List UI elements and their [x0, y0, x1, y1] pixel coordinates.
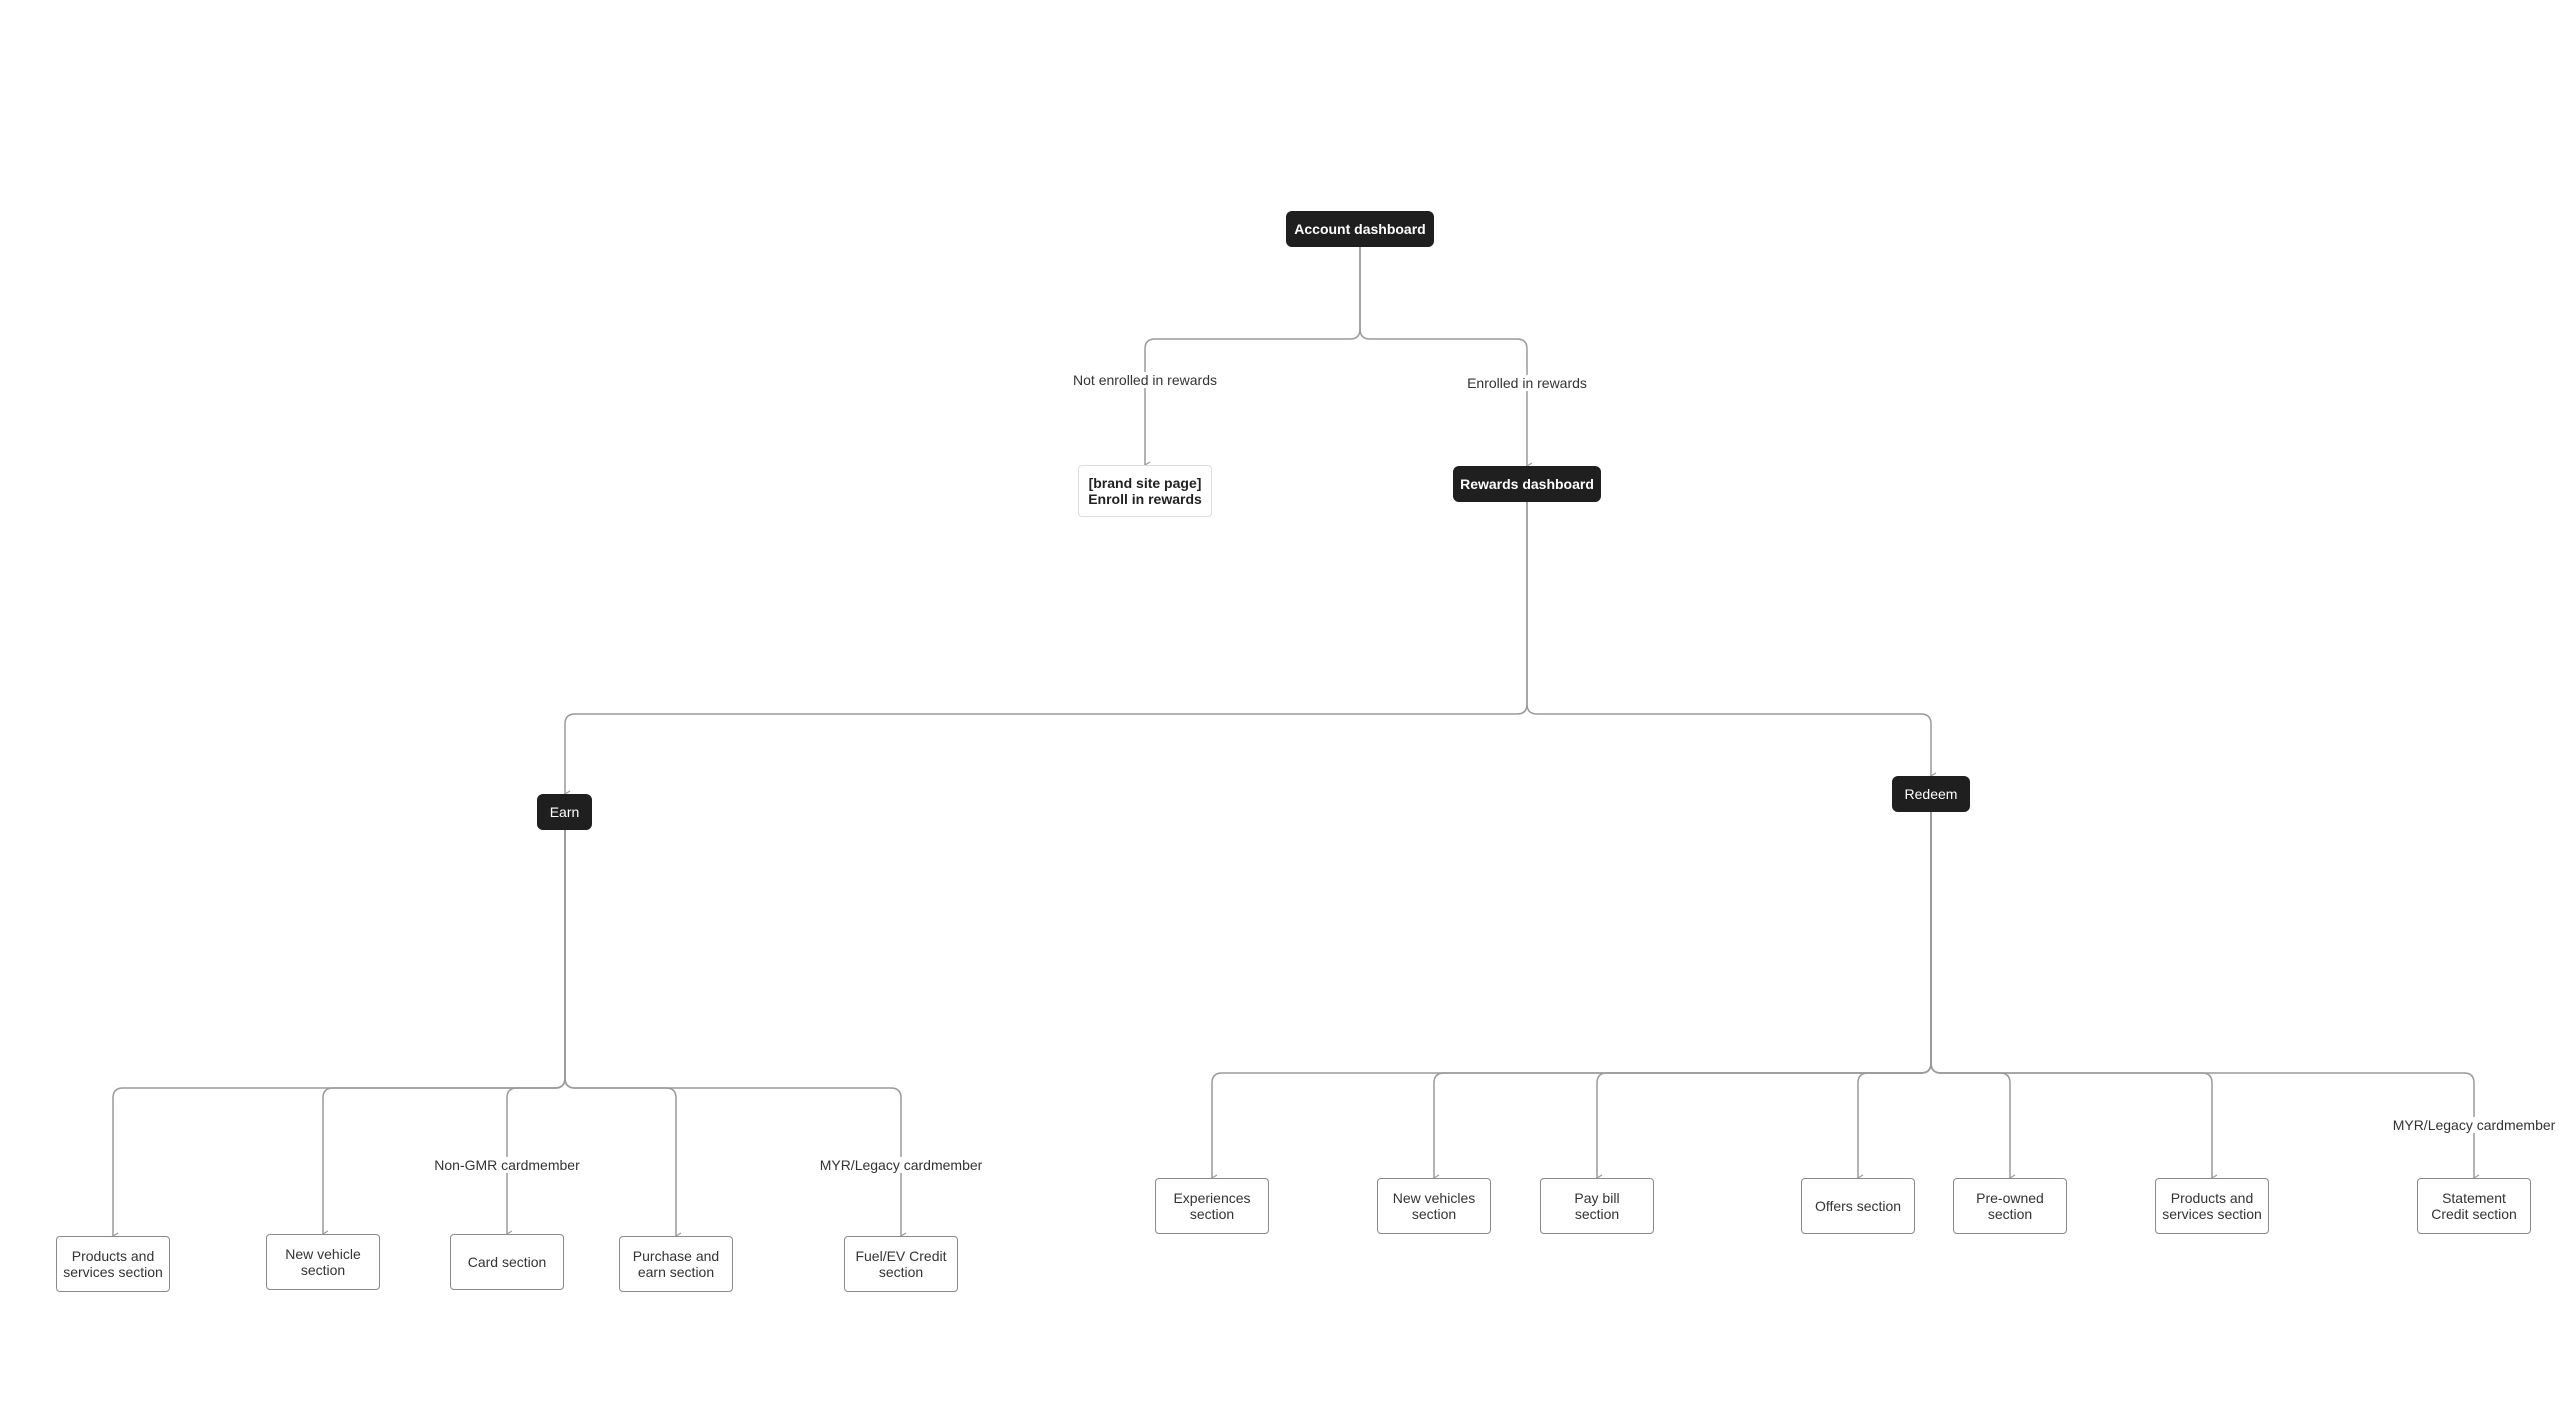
earn-products-services-node: Products and services section [56, 1236, 170, 1292]
account-dashboard-node: Account dashboard [1286, 211, 1434, 247]
rewards-dashboard-node: Rewards dashboard [1453, 466, 1601, 502]
edge-redeem-to-statement [1930, 812, 2480, 1182]
edge-account-to-rewards [1359, 247, 1533, 470]
redeem-experiences-node: Experiences section [1155, 1178, 1269, 1234]
edge-redeem-to-offers [1856, 812, 1932, 1182]
edge-redeem-to-new-vehicles [1432, 812, 1932, 1182]
redeem-node: Redeem [1892, 776, 1970, 812]
redeem-statement-credit-node: Statement Credit section [2417, 1178, 2531, 1234]
redeem-offers-node: Offers section [1801, 1178, 1915, 1234]
earn-purchase-node: Purchase and earn section [619, 1236, 733, 1292]
edge-rewards-to-redeem [1526, 502, 1937, 780]
enrolled-label: Enrolled in rewards [1465, 375, 1589, 391]
earn-node: Earn [537, 794, 592, 830]
enroll-in-rewards-node: [brand site page] Enroll in rewards [1078, 465, 1212, 517]
edge-redeem-to-experiences [1210, 812, 1932, 1182]
redeem-pay-bill-node: Pay bill section [1540, 1178, 1654, 1234]
edge-redeem-to-products [1930, 812, 2218, 1182]
earn-card-section-node: Card section [450, 1234, 564, 1290]
edge-earn-to-card [505, 830, 566, 1238]
edge-redeem-to-pay-bill [1595, 812, 1932, 1182]
earn-new-vehicle-node: New vehicle section [266, 1234, 380, 1290]
not-enrolled-label: Not enrolled in rewards [1071, 372, 1219, 388]
redeem-new-vehicles-node: New vehicles section [1377, 1178, 1491, 1234]
redeem-products-services-node: Products and services section [2155, 1178, 2269, 1234]
myr-legacy-earn-label: MYR/Legacy cardmember [817, 1157, 985, 1173]
edge-account-to-enroll [1143, 247, 1361, 469]
earn-fuel-ev-credit-node: Fuel/EV Credit section [844, 1236, 958, 1292]
redeem-pre-owned-node: Pre-owned section [1953, 1178, 2067, 1234]
edge-earn-to-products [111, 830, 566, 1240]
myr-legacy-redeem-label: MYR/Legacy cardmember [2390, 1117, 2558, 1133]
edge-rewards-to-earn [563, 502, 1528, 798]
non-gmr-cardmember-label: Non-GMR cardmember [432, 1157, 582, 1173]
edge-earn-to-fuel [564, 830, 907, 1240]
edge-earn-to-purchase [564, 830, 682, 1240]
edge-earn-to-new-vehicle [321, 830, 566, 1238]
edge-redeem-to-pre-owned [1930, 812, 2016, 1182]
